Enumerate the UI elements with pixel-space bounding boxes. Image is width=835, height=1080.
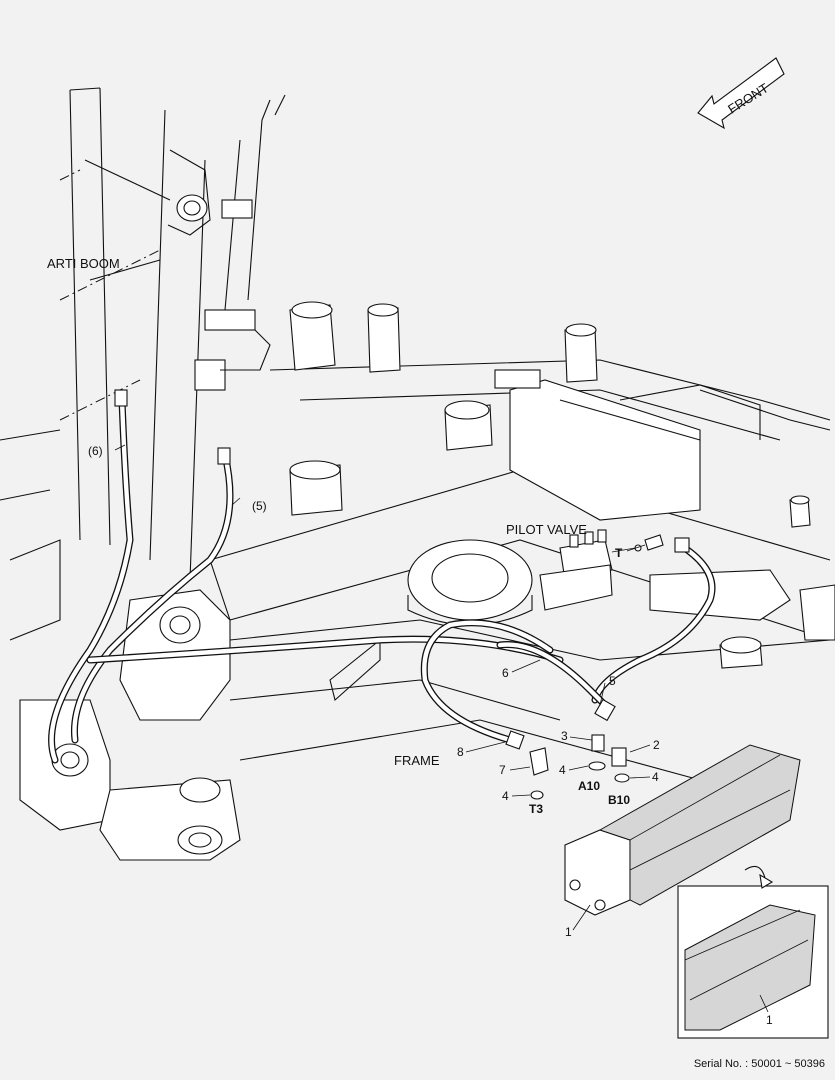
callout-4-c: 4 [502, 789, 509, 803]
main-control-valve [564, 744, 801, 916]
callout-5-paren: (5) [252, 499, 267, 513]
pilot-valve-label: PILOT VALVE [506, 522, 587, 537]
callout-1: 1 [565, 925, 572, 939]
detail-inset [677, 865, 829, 1039]
hoses [48, 396, 716, 764]
callout-4-a: 4 [559, 763, 566, 777]
callout-4-b: 4 [652, 770, 659, 784]
callout-6: 6 [502, 666, 509, 680]
boom-pivot [19, 589, 241, 861]
arti-boom-label: ARTI BOOM [47, 256, 120, 271]
port-t-label: T [615, 546, 623, 560]
arti-boom [59, 87, 286, 581]
serial-number: Serial No. : 50001 ~ 50396 [693, 1058, 825, 1070]
fittings [114, 389, 690, 800]
leader-lines [114, 444, 769, 1013]
callout-1-inset: 1 [766, 1013, 773, 1027]
callout-2: 2 [653, 738, 660, 752]
callout-8: 8 [457, 745, 464, 759]
pilot-valve [539, 529, 664, 611]
callout-5: 5 [609, 674, 616, 688]
port-b10-label: B10 [608, 793, 630, 807]
callout-3: 3 [561, 729, 568, 743]
callout-6-paren: (6) [88, 444, 103, 458]
callout-7: 7 [499, 763, 506, 777]
swivel-ring [407, 539, 533, 626]
port-a10-label: A10 [578, 779, 600, 793]
right-bracket [494, 369, 835, 641]
frame-label: FRAME [394, 753, 440, 768]
port-t3-label: T3 [529, 802, 543, 816]
front-arrow: FRONT [697, 57, 785, 130]
